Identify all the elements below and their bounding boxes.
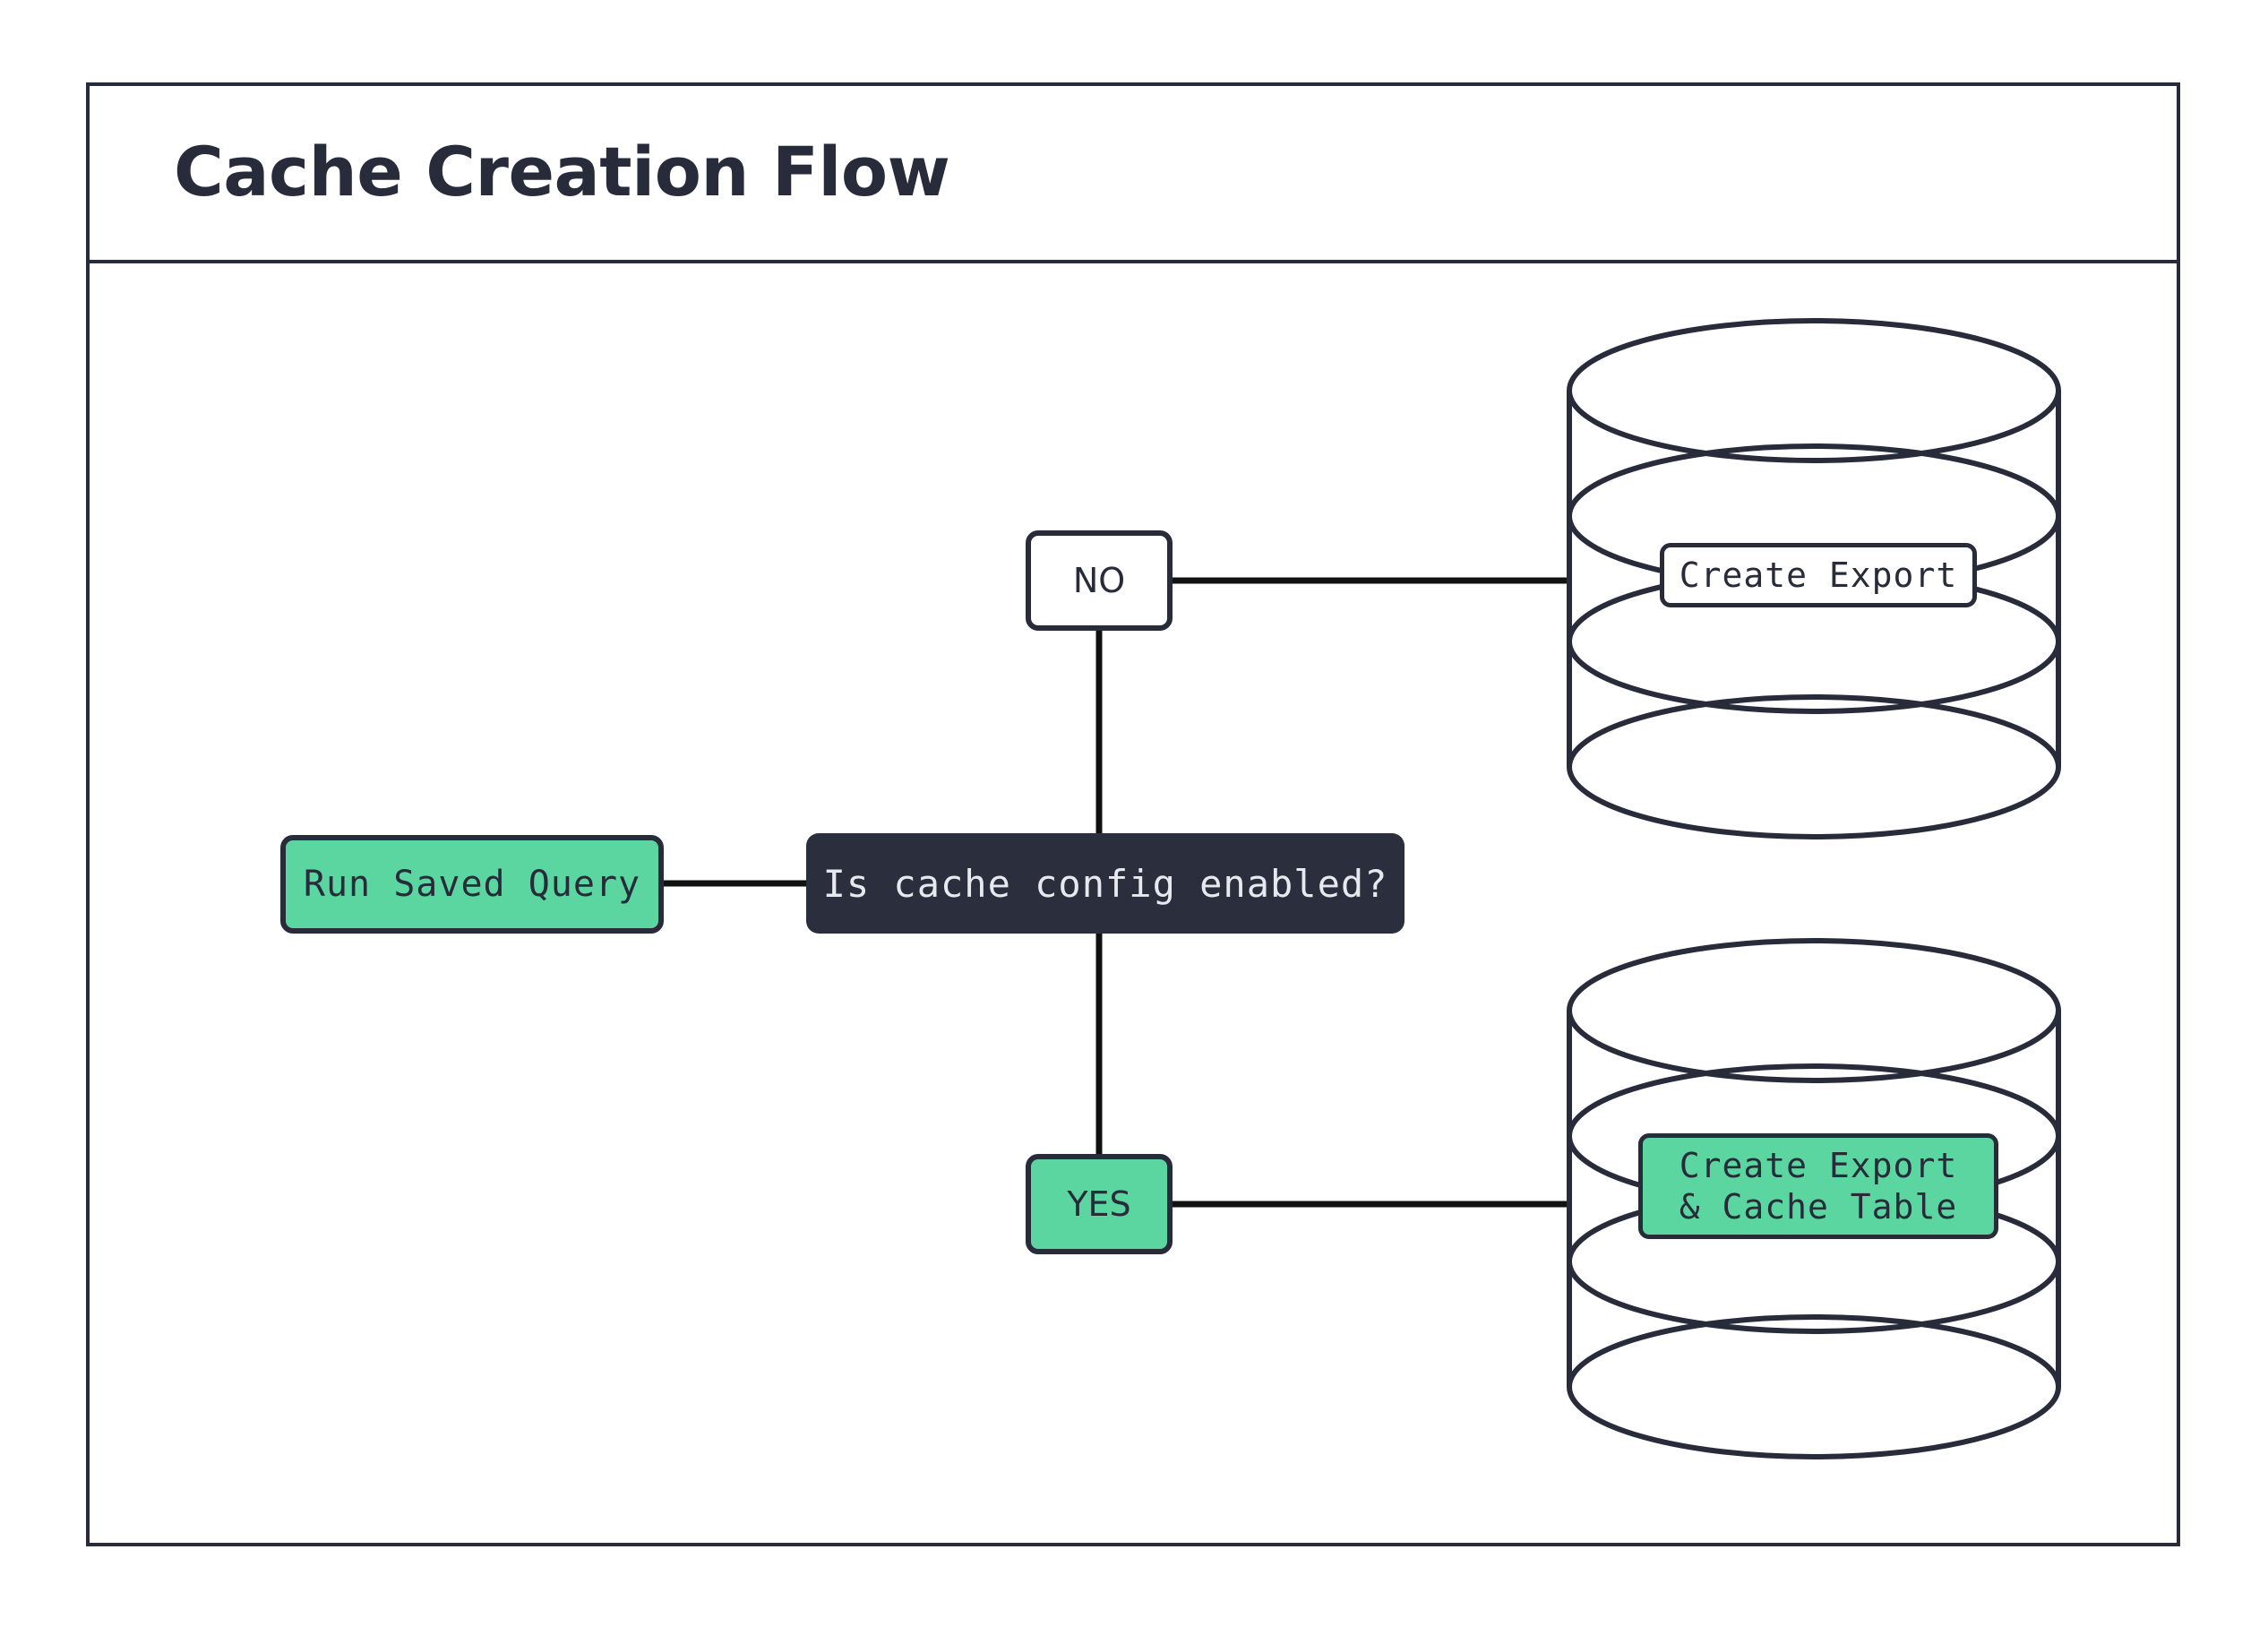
node-create-export-and-cache-table[interactable]: Create Export & Cache Table [1638, 1133, 1998, 1239]
diagram-frame [86, 82, 2180, 1546]
edge-label-no[interactable]: NO [1026, 530, 1173, 631]
node-run-saved-query[interactable]: Run Saved Query [280, 835, 664, 934]
node-is-cache-config-enabled[interactable]: Is cache config enabled? [806, 833, 1405, 934]
diagram-header: Cache Creation Flow [86, 82, 2180, 263]
diagram-title: Cache Creation Flow [174, 131, 950, 211]
edge-label-yes[interactable]: YES [1026, 1154, 1173, 1254]
node-create-export[interactable]: Create Export [1660, 543, 1977, 607]
